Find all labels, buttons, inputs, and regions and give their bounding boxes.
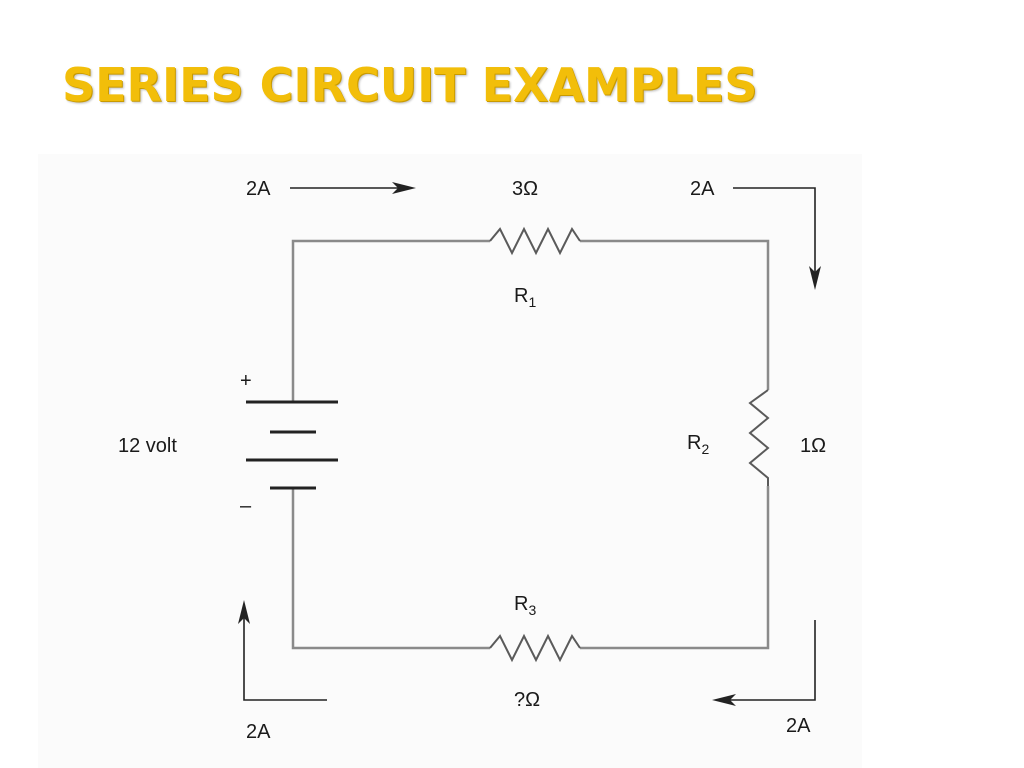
r1-name: R — [514, 285, 528, 307]
r1-subscript: 1 — [528, 294, 536, 310]
r3-subscript: 3 — [528, 602, 536, 618]
current-label-bottom-right: 2A — [786, 715, 811, 737]
r3-name-label: R3 — [514, 593, 536, 618]
r1-value-label: 3Ω — [512, 178, 538, 200]
current-arrow-bottom-right-head — [712, 694, 736, 706]
wire-right-lower — [580, 486, 770, 650]
current-arrow-bottom-left-line — [243, 618, 327, 701]
resistor-r3-zigzag — [489, 633, 581, 663]
current-arrow-top-left-head — [392, 182, 416, 194]
current-label-top-left: 2A — [246, 178, 271, 200]
r2-name: R — [687, 432, 701, 454]
r3-value-label: ?Ω — [514, 689, 540, 711]
r2-subscript: 2 — [701, 441, 709, 457]
current-arrow-top-right-line — [733, 187, 816, 272]
wire-top-left — [291, 239, 490, 402]
current-arrow-top-right-head — [809, 266, 821, 290]
resistor-r1-zigzag — [489, 226, 581, 256]
r1-name-label: R1 — [514, 285, 536, 310]
battery-plus-sign: + — [240, 370, 252, 392]
resistor-r2-zigzag — [748, 389, 770, 486]
r3-name: R — [514, 593, 528, 615]
r2-name-label: R2 — [687, 432, 709, 457]
current-label-bottom-left: 2A — [246, 721, 271, 743]
wire-bottom-left — [291, 488, 490, 650]
r2-value-label: 1Ω — [800, 435, 826, 457]
wire-top-right — [580, 239, 770, 390]
current-label-top-right: 2A — [690, 178, 715, 200]
battery-voltage-label: 12 volt — [118, 435, 177, 457]
current-arrow-bottom-left-head — [238, 600, 250, 624]
current-arrow-bottom-right-line — [730, 620, 816, 701]
slide-title: SERIES CIRCUIT EXAMPLES — [62, 58, 758, 112]
figure-background — [38, 154, 862, 768]
battery-minus-sign: – — [240, 495, 252, 517]
